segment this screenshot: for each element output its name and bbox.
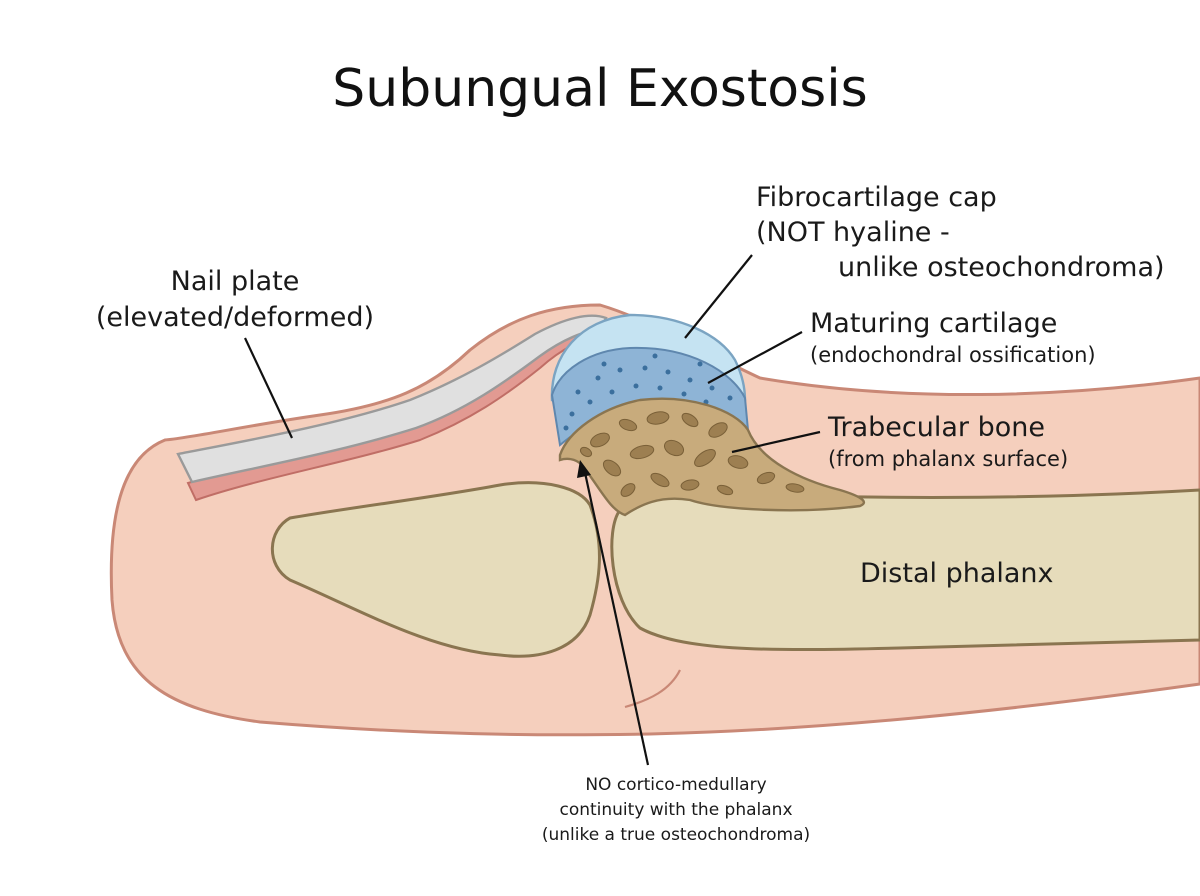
trabecular-spaces xyxy=(579,411,805,497)
label-nail-plate: Nail plate xyxy=(171,266,300,297)
leader-continuity xyxy=(582,467,650,766)
label-trabecular-bone: Trabecular bone xyxy=(827,412,1045,443)
label-continuity-note-1: continuity with the phalanx xyxy=(559,800,792,820)
pad-crease xyxy=(624,669,681,709)
label-fibrocartilage-cap-note-2: unlike osteochondroma) xyxy=(838,252,1165,283)
leader-maturing-cartilage xyxy=(707,331,803,384)
label-continuity-note-2: (unlike a true osteochondroma) xyxy=(542,825,810,845)
leader-fibrocartilage-cap xyxy=(684,254,753,339)
diagram-title: Subungual Exostosis xyxy=(332,59,867,119)
leader-trabecular-bone xyxy=(731,430,821,454)
phalanx-tuft xyxy=(270,481,601,658)
distal-phalanx xyxy=(610,488,1200,652)
cartilage-chondrocyte-dots xyxy=(563,353,733,431)
label-maturing-cartilage: Maturing cartilage xyxy=(810,308,1057,339)
label-fibrocartilage-cap: Fibrocartilage cap xyxy=(756,182,997,213)
leader-nail-plate xyxy=(244,337,293,439)
continuity-arrowhead xyxy=(577,460,591,478)
label-distal-phalanx: Distal phalanx xyxy=(860,558,1054,589)
label-fibrocartilage-cap-note-1: (NOT hyaline - xyxy=(756,217,950,248)
label-maturing-cartilage-note: (endochondral ossification) xyxy=(810,343,1096,367)
label-nail-plate-note: (elevated/deformed) xyxy=(96,302,374,333)
label-trabecular-bone-note: (from phalanx surface) xyxy=(828,447,1068,471)
label-continuity: NO cortico-medullary xyxy=(585,775,766,795)
